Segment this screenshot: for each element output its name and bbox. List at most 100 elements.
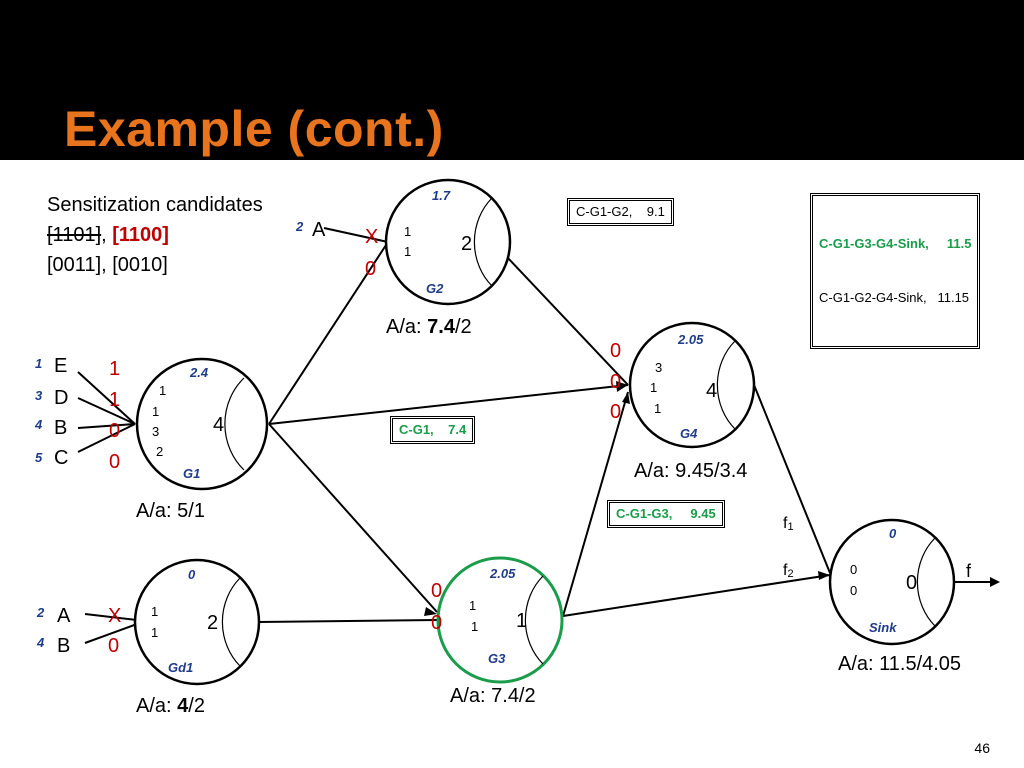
g3-slack: 2.05 bbox=[489, 566, 516, 581]
g1-input-c-value: 0 bbox=[109, 451, 120, 473]
g1-input-b-value: 0 bbox=[109, 420, 120, 442]
candidate-separator: , bbox=[101, 224, 113, 246]
g1-input-e-value: 1 bbox=[109, 358, 120, 380]
wire-input-b bbox=[77, 423, 136, 429]
candidate-selected: [1100] bbox=[112, 224, 169, 246]
path-box-g1-g3: C-G1-G3, 9.45 bbox=[607, 500, 725, 528]
candidates-line1: [1101], [1100] bbox=[47, 220, 263, 250]
gate-gd1: 0 1 1 2 Gd1 bbox=[133, 558, 261, 686]
arrow-g4-in-1 bbox=[616, 381, 628, 392]
wire-g2-g4 bbox=[507, 257, 629, 386]
g1-in4: 2 bbox=[156, 444, 163, 459]
gd1-value: 2 bbox=[207, 612, 218, 634]
gd1-input-b-index: 4 bbox=[36, 635, 45, 650]
g3-label: G3 bbox=[488, 651, 506, 666]
g1-aa: A/a: 5/1 bbox=[136, 500, 205, 522]
g2-value: 2 bbox=[461, 233, 472, 255]
g2-input-a-label: A bbox=[312, 219, 326, 241]
g2-aa: A/a: 7.4/2 bbox=[386, 316, 472, 338]
g1-input-d-label: D bbox=[54, 387, 68, 409]
gate-g2: 1.7 1 1 2 G2 bbox=[384, 178, 512, 306]
wire-g1-g3 bbox=[268, 423, 438, 613]
gd1-in2: 1 bbox=[151, 625, 158, 640]
wire-input-c bbox=[77, 423, 136, 453]
header-bar bbox=[0, 0, 1024, 160]
gd1-in1: 1 bbox=[151, 604, 158, 619]
gd1-input-a-index: 2 bbox=[36, 605, 45, 620]
g3-in2: 1 bbox=[471, 619, 478, 634]
g1-input-c-label: C bbox=[54, 447, 68, 469]
wire-gd1-input-a bbox=[84, 613, 138, 621]
sink-value: 0 bbox=[906, 572, 917, 594]
path-box-g1-g2: C-G1-G2, 9.1 bbox=[567, 198, 674, 226]
g1-input-c-index: 5 bbox=[35, 450, 43, 465]
wires bbox=[77, 227, 992, 644]
g3-input-value-1: 0 bbox=[431, 580, 442, 602]
g4-aa: A/a: 9.45/3.4 bbox=[634, 460, 747, 482]
g4-in2: 1 bbox=[650, 380, 657, 395]
wire-g1-g4 bbox=[268, 384, 629, 425]
g1-value: 4 bbox=[213, 414, 224, 436]
gd1-label: Gd1 bbox=[168, 660, 193, 675]
path-box-sink: C-G1-G3-G4-Sink, 11.5 C-G1-G2-G4-Sink, 1… bbox=[810, 193, 981, 349]
page-number: 46 bbox=[974, 740, 990, 756]
wire-gd1-input-b bbox=[84, 623, 138, 644]
g1-input-e-index: 1 bbox=[35, 356, 42, 371]
slide-title: Example (cont.) bbox=[64, 101, 444, 157]
g1-input-d-index: 3 bbox=[35, 388, 43, 403]
g4-value: 4 bbox=[706, 380, 717, 402]
g3-aa: A/a: 7.4/2 bbox=[450, 685, 536, 707]
gd1-input-b-value: 0 bbox=[108, 635, 119, 657]
sink-aa: A/a: 11.5/4.05 bbox=[838, 653, 961, 675]
g2-label: G2 bbox=[426, 281, 444, 296]
g3-in1: 1 bbox=[469, 598, 476, 613]
g1-label: G1 bbox=[183, 466, 200, 481]
gd1-aa: A/a: 4/2 bbox=[136, 695, 205, 717]
candidate-crossed: [1101] bbox=[47, 224, 102, 246]
wire-gd1-g3 bbox=[258, 619, 438, 623]
arrow-sink-in-1 bbox=[818, 571, 830, 580]
arrow-sink-out bbox=[990, 577, 1000, 587]
g2-input-a-value: 0 bbox=[365, 258, 376, 280]
g4-input-value-2: 0 bbox=[610, 371, 621, 393]
g2-input-a-mark: X bbox=[365, 226, 378, 248]
wire-g1-g2 bbox=[268, 241, 389, 425]
g2-input-a-index: 2 bbox=[295, 219, 304, 234]
g1-input-b-label: B bbox=[54, 417, 67, 439]
gate-sink: 0 0 0 0 Sink bbox=[828, 518, 956, 646]
g2-in1: 1 bbox=[404, 224, 411, 239]
wire-g3-g4 bbox=[562, 391, 629, 617]
gate-g1: 2.4 1 1 3 2 4 G1 bbox=[135, 357, 269, 491]
g4-label: G4 bbox=[680, 426, 698, 441]
gd1-input-a-value: X bbox=[108, 605, 121, 627]
g4-in3: 1 bbox=[654, 401, 661, 416]
g1-input-e-label: E bbox=[54, 355, 67, 377]
path-sink-line2: C-G1-G2-G4-Sink, 11.15 bbox=[819, 290, 970, 305]
sink-in2: 0 bbox=[850, 583, 857, 598]
wire-input-d bbox=[77, 397, 136, 425]
f-out-label: f bbox=[966, 561, 972, 581]
sink-in1: 0 bbox=[850, 562, 857, 577]
wire-input-e bbox=[77, 371, 136, 425]
g2-slack: 1.7 bbox=[432, 188, 451, 203]
gd1-input-b-label: B bbox=[57, 635, 70, 657]
arrow-g4-in-2 bbox=[622, 392, 630, 404]
gate-g3: 2.05 1 1 1 G3 bbox=[436, 556, 564, 684]
gd1-input-a-label: A bbox=[57, 605, 71, 627]
g3-value: 1 bbox=[516, 610, 527, 632]
g1-input-b-index: 4 bbox=[34, 417, 43, 432]
sink-label: Sink bbox=[869, 620, 897, 635]
g4-slack: 2.05 bbox=[677, 332, 704, 347]
g3-input-value-2: 0 bbox=[431, 612, 442, 634]
f1-label: f1 bbox=[783, 515, 794, 533]
sensitization-candidates: Sensitization candidates [1101], [1100] … bbox=[47, 190, 263, 280]
gd1-slack: 0 bbox=[188, 567, 196, 582]
wire-g3-sink bbox=[562, 574, 831, 617]
path-box-g1: C-G1, 7.4 bbox=[390, 416, 476, 444]
g1-slack: 2.4 bbox=[189, 365, 209, 380]
f2-label: f2 bbox=[783, 562, 794, 580]
g2-in2: 1 bbox=[404, 244, 411, 259]
arrow-g3-in bbox=[424, 607, 437, 616]
